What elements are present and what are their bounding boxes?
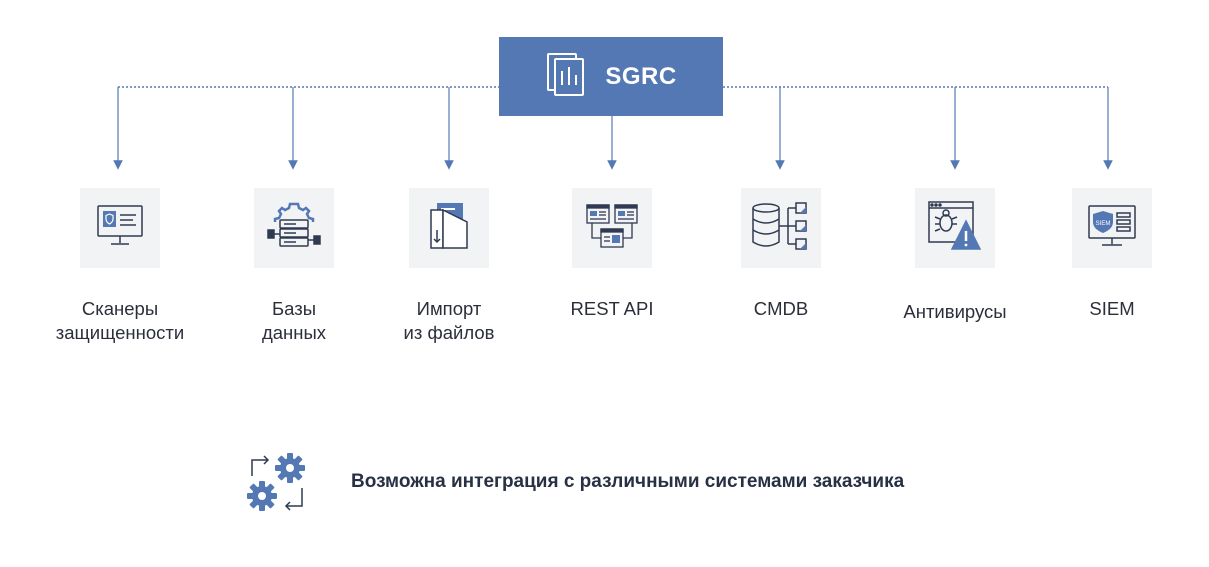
siem-monitor-icon: SIEM <box>1086 203 1138 254</box>
tile-antivirus <box>915 188 995 268</box>
label-cmdb: CMDB <box>681 297 881 321</box>
label-line: Импорт <box>416 298 482 319</box>
label-siem: SIEM <box>1012 297 1209 321</box>
sgrc-hub: SGRC <box>499 37 723 116</box>
tile-siem: SIEM <box>1072 188 1152 268</box>
tile-file-import <box>409 188 489 268</box>
label-line: данных <box>261 322 327 343</box>
gears-sync-icon <box>244 450 310 521</box>
label-databases: Базы данных <box>194 297 394 345</box>
monitor-shield-icon <box>95 203 145 254</box>
label-line: защищенности <box>55 322 185 343</box>
file-import-icon <box>427 200 471 257</box>
label-line: SIEM <box>1089 298 1135 319</box>
label-scanners: Сканеры защищенности <box>20 297 220 345</box>
bug-warning-icon <box>926 199 984 258</box>
label-line: Антивирусы <box>903 301 1007 322</box>
tile-scanners <box>80 188 160 268</box>
label-antivirus: Антивирусы <box>855 300 1055 324</box>
svg-text:SIEM: SIEM <box>1096 221 1111 227</box>
label-line: CMDB <box>753 298 809 319</box>
label-file-import: Импорт из файлов <box>349 297 549 345</box>
label-line: Сканеры <box>81 298 159 319</box>
label-line: REST API <box>570 298 654 319</box>
api-windows-icon <box>584 202 640 255</box>
label-rest-api: REST API <box>512 297 712 321</box>
tile-cmdb <box>741 188 821 268</box>
footer-text: Возможна интеграция с различными система… <box>351 471 905 492</box>
dashboard-icon <box>545 51 587 102</box>
database-server-icon <box>264 198 324 259</box>
hub-title: SGRC <box>605 62 677 90</box>
label-line: Базы <box>271 298 316 319</box>
tile-rest-api <box>572 188 652 268</box>
label-line: из файлов <box>403 322 495 343</box>
tile-databases <box>254 188 334 268</box>
database-tree-icon <box>750 199 812 258</box>
